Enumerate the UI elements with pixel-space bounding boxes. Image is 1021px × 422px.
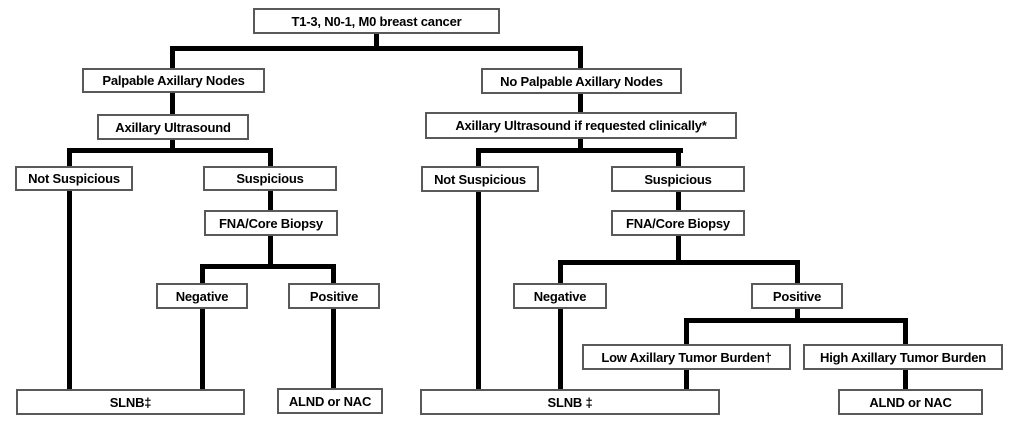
- node-axillary-ultrasound: Axillary Ultrasound: [97, 114, 249, 140]
- node-alnd-or-nac-left: ALND or NAC: [277, 388, 383, 414]
- connector-line: [558, 260, 800, 265]
- connector-line: [200, 264, 336, 269]
- node-not-suspicious-left: Not Suspicious: [15, 166, 133, 191]
- connector-line: [331, 264, 336, 284]
- connector-line: [268, 190, 273, 211]
- connector-line: [578, 92, 583, 113]
- connector-line: [200, 308, 205, 390]
- node-low-axillary-tumor-burden: Low Axillary Tumor Burden†: [582, 344, 791, 370]
- node-alnd-or-nac-right: ALND or NAC: [838, 389, 983, 415]
- node-slnb-left: SLNB‡: [16, 389, 245, 415]
- connector-line: [476, 148, 683, 153]
- node-negative-right: Negative: [513, 283, 607, 309]
- connector-line: [268, 235, 273, 267]
- node-positive-right: Positive: [751, 283, 843, 309]
- connector-line: [684, 318, 689, 345]
- connector-line: [170, 46, 583, 51]
- connector-line: [67, 148, 273, 153]
- connector-line: [374, 33, 379, 51]
- node-root: T1-3, N0-1, M0 breast cancer: [253, 8, 500, 34]
- connector-line: [903, 369, 908, 390]
- node-slnb-right: SLNB ‡: [420, 389, 720, 415]
- node-high-axillary-tumor-burden: High Axillary Tumor Burden: [803, 344, 1003, 370]
- connector-line: [676, 235, 681, 265]
- connector-line: [476, 191, 481, 390]
- node-suspicious-right: Suspicious: [611, 166, 745, 192]
- connector-line: [676, 191, 681, 211]
- node-palpable-axillary-nodes: Palpable Axillary Nodes: [82, 68, 265, 93]
- node-fna-core-biopsy-right: FNA/Core Biopsy: [611, 210, 745, 236]
- connector-line: [67, 148, 72, 167]
- node-positive-left: Positive: [288, 283, 380, 309]
- connector-line: [558, 308, 563, 390]
- connector-line: [676, 148, 681, 167]
- node-fna-core-biopsy-left: FNA/Core Biopsy: [204, 210, 338, 236]
- connector-line: [684, 369, 689, 390]
- connector-line: [200, 264, 205, 284]
- connector-line: [170, 92, 175, 115]
- node-axillary-ultrasound-if-requested: Axillary Ultrasound if requested clinica…: [425, 112, 737, 139]
- connector-line: [558, 260, 563, 284]
- connector-line: [67, 190, 72, 390]
- connector-line: [170, 46, 175, 70]
- connector-line: [578, 46, 583, 70]
- connector-line: [331, 308, 336, 389]
- connector-line: [684, 318, 908, 323]
- node-not-suspicious-right: Not Suspicious: [421, 166, 539, 192]
- connector-line: [268, 148, 273, 167]
- node-no-palpable-axillary-nodes: No Palpable Axillary Nodes: [481, 68, 682, 94]
- connector-line: [578, 138, 583, 153]
- node-negative-left: Negative: [156, 283, 248, 309]
- node-suspicious-left: Suspicious: [203, 166, 337, 191]
- connector-line: [903, 318, 908, 345]
- connector-line: [795, 308, 800, 323]
- connector-line: [795, 260, 800, 284]
- connector-line: [476, 148, 481, 167]
- connector-line: [170, 139, 175, 153]
